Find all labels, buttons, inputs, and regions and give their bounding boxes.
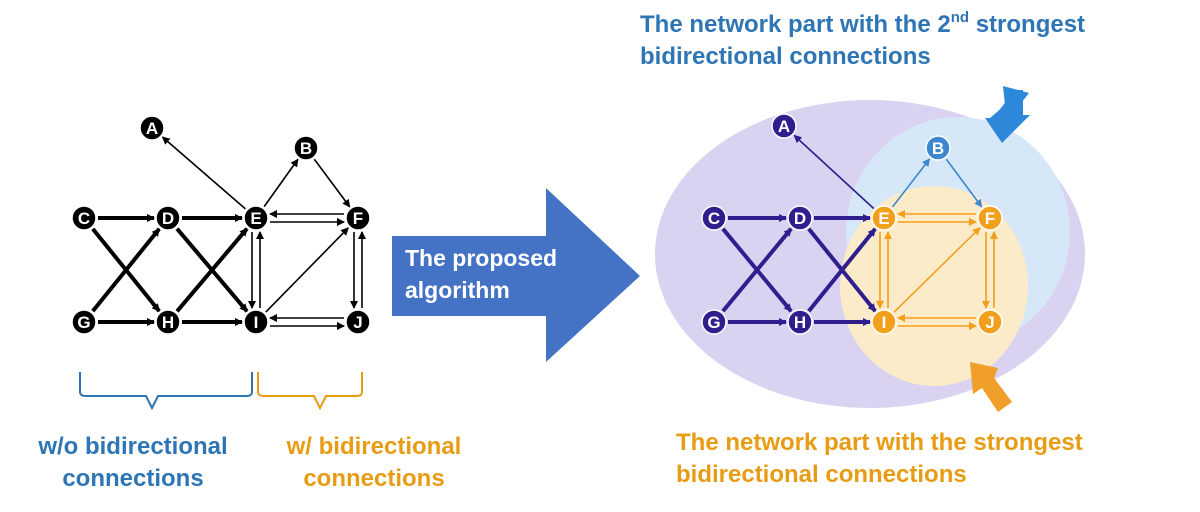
right-node-i-label: I <box>882 313 887 332</box>
left-edge-e-b <box>263 158 299 208</box>
right-node-g: G <box>701 309 727 335</box>
right-edge-b-f <box>945 158 983 208</box>
brace-blue <box>79 372 253 411</box>
right-edge-e-a <box>793 134 875 210</box>
left-node-j: J <box>345 309 371 335</box>
right-node-b: B <box>925 135 951 161</box>
right-node-i: I <box>871 309 897 335</box>
left-node-b: B <box>293 135 319 161</box>
left-node-f: F <box>345 205 371 231</box>
right-node-f-label: F <box>985 209 995 228</box>
right-node-h: H <box>787 309 813 335</box>
left-node-i: I <box>243 309 269 335</box>
left-node-j-label: J <box>353 313 362 332</box>
right-node-e-circle <box>871 205 897 231</box>
left-node-a: A <box>139 115 165 141</box>
right-node-f-circle <box>977 205 1003 231</box>
right-node-c-label: C <box>708 209 720 228</box>
right-node-c-circle <box>701 205 727 231</box>
right-node-d-label: D <box>794 209 806 228</box>
right-nodes: A B C D E F G H I J <box>701 113 1003 335</box>
right-node-i-circle <box>871 309 897 335</box>
left-node-c: C <box>71 205 97 231</box>
left-node-h-circle <box>155 309 181 335</box>
right-edges <box>721 134 998 330</box>
caption-with-bidirectional-2: connections <box>303 465 444 492</box>
right-edge-h-e <box>807 227 877 313</box>
brace-orange <box>257 372 363 411</box>
left-node-h: H <box>155 309 181 335</box>
right-node-d-circle <box>787 205 813 231</box>
left-edge-e-a <box>161 136 246 210</box>
right-node-e: E <box>871 205 897 231</box>
left-edge-i-f <box>265 227 349 313</box>
big-arrow-line2: algorithm <box>405 277 510 303</box>
right-node-c: C <box>701 205 727 231</box>
caption-without-bidirectional-1: w/o bidirectional <box>37 433 227 460</box>
right-node-g-circle <box>701 309 727 335</box>
right-node-j: J <box>977 309 1003 335</box>
right-node-b-circle <box>925 135 951 161</box>
pointer-arrow-orange <box>970 362 1012 412</box>
left-node-d-circle <box>155 205 181 231</box>
caption-with-bidirectional-1: w/ bidirectional <box>286 433 462 460</box>
left-node-g-circle <box>71 309 97 335</box>
left-node-a-circle <box>139 115 165 141</box>
right-node-j-label: J <box>985 313 994 332</box>
caption-second-strongest-2: bidirectional connections <box>640 43 931 70</box>
caption-without-bidirectional-2: connections <box>62 465 203 492</box>
right-node-g-label: G <box>707 313 720 332</box>
left-node-h-label: H <box>162 313 174 332</box>
right-edge-i-f <box>893 227 981 313</box>
left-node-d: D <box>155 205 181 231</box>
left-node-c-circle <box>71 205 97 231</box>
left-node-e-circle <box>243 205 269 231</box>
right-node-j-circle <box>977 309 1003 335</box>
caption-strongest-2: bidirectional connections <box>676 461 967 488</box>
left-edge-b-f <box>313 158 351 208</box>
right-node-d: D <box>787 205 813 231</box>
pointer-arrow-blue <box>985 86 1030 143</box>
left-node-j-circle <box>345 309 371 335</box>
left-node-b-circle <box>293 135 319 161</box>
left-node-g: G <box>71 309 97 335</box>
left-node-i-circle <box>243 309 269 335</box>
right-node-b-label: B <box>932 139 944 158</box>
left-node-g-label: G <box>77 313 90 332</box>
right-node-h-label: H <box>794 313 806 332</box>
right-edge-e-b <box>891 158 931 208</box>
left-node-c-label: C <box>78 209 90 228</box>
big-arrow: The proposed algorithm <box>392 188 640 362</box>
left-edges <box>91 136 366 330</box>
caption-second-strongest-1: The network part with the 2nd strongest <box>640 9 1085 38</box>
left-node-d-label: D <box>162 209 174 228</box>
left-edge-h-e <box>175 227 249 313</box>
left-nodes: A B C D E F G H I J <box>71 115 371 335</box>
caption-strongest-1: The network part with the strongest <box>676 429 1083 456</box>
left-node-e-label: E <box>250 209 261 228</box>
right-node-a-label: A <box>778 117 790 136</box>
right-edge-g-d <box>721 227 793 313</box>
right-node-a-circle <box>771 113 797 139</box>
big-arrow-line1: The proposed <box>405 245 557 271</box>
left-edge-g-d <box>91 227 161 313</box>
left-node-i-label: I <box>254 313 259 332</box>
left-node-a-label: A <box>146 119 158 138</box>
right-node-f: F <box>977 205 1003 231</box>
left-node-e: E <box>243 205 269 231</box>
right-node-e-label: E <box>878 209 889 228</box>
right-node-a: A <box>771 113 797 139</box>
left-node-f-label: F <box>353 209 363 228</box>
left-node-f-circle <box>345 205 371 231</box>
left-node-b-label: B <box>300 139 312 158</box>
right-node-h-circle <box>787 309 813 335</box>
